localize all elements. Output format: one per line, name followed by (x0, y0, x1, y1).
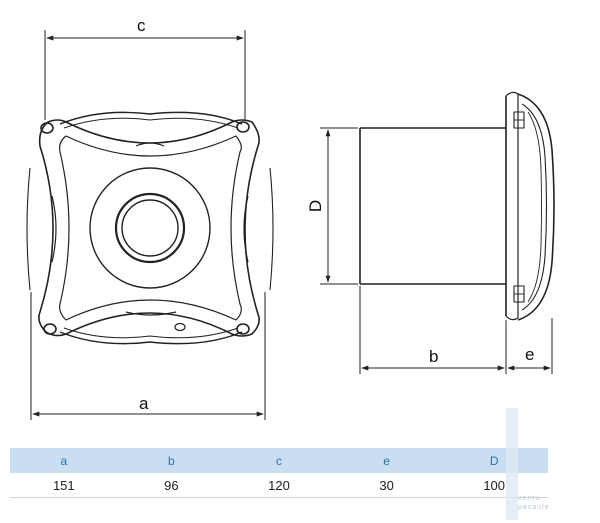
header-e: e (332, 448, 441, 473)
watermark: ventu pasaule (506, 408, 549, 520)
side-view (359, 91, 555, 321)
spec-table-header-row: a b c e D (10, 448, 548, 473)
watermark-line1: ventu (518, 495, 541, 502)
dimension-c-label: c (137, 16, 146, 35)
spec-table-value-row: 151 96 120 30 100 (10, 473, 548, 498)
header-d: D (440, 448, 548, 473)
front-center-outer-ring (89, 167, 211, 289)
watermark-bar (506, 408, 518, 520)
dimension-e (507, 318, 553, 374)
dimension-a (30, 292, 266, 420)
dimension-b (359, 286, 507, 374)
dimension-spec-table: a b c e D 151 96 120 30 100 (10, 448, 548, 498)
front-view (26, 111, 274, 345)
header-a: a (10, 448, 118, 473)
value-d: 100 (440, 473, 548, 498)
value-a: 151 (10, 473, 118, 498)
dimension-b-label: b (429, 347, 438, 366)
dimension-d (320, 127, 358, 285)
dimension-e-label: e (525, 345, 534, 364)
dimension-a-label: a (139, 394, 149, 413)
value-b: 96 (117, 473, 226, 498)
side-cover-outline (517, 93, 555, 321)
value-e: 30 (332, 473, 441, 498)
watermark-line2: pasaule (518, 504, 550, 511)
fan-technical-drawing: c a D b (26, 16, 555, 420)
header-c: c (225, 448, 333, 473)
front-body-outline (38, 119, 260, 337)
dimension-c (44, 30, 246, 120)
value-c: 120 (225, 473, 333, 498)
header-b: b (117, 448, 226, 473)
indicator-light (174, 322, 186, 332)
dimension-d-label: D (306, 200, 325, 212)
